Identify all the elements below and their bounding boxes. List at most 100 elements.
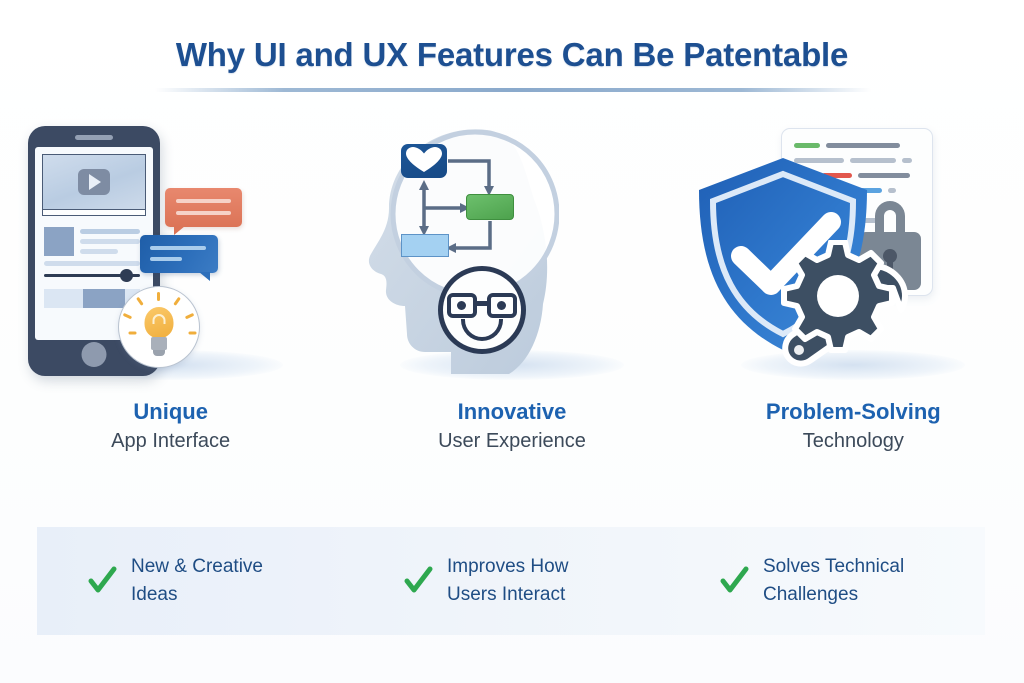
code-line-segment bbox=[793, 158, 844, 163]
bulb-ray bbox=[136, 296, 144, 306]
column-caption: Problem-Solving Technology bbox=[683, 398, 1024, 456]
bulb-ray bbox=[122, 312, 133, 320]
glasses-icon bbox=[487, 293, 518, 318]
arrow-head bbox=[484, 186, 495, 196]
benefit-line-2: Users Interact bbox=[447, 584, 566, 605]
slider-icon bbox=[44, 274, 140, 277]
code-line-segment bbox=[857, 173, 910, 178]
thumbnail-placeholder bbox=[44, 227, 74, 256]
caption-title: Innovative bbox=[457, 399, 567, 424]
benefit-line-1: Solves Technical bbox=[763, 556, 905, 578]
caption-subtitle: Technology bbox=[802, 429, 904, 452]
bubble-line bbox=[176, 199, 231, 203]
benefit-line-1: Improves How bbox=[447, 556, 569, 578]
title-divider bbox=[155, 88, 871, 92]
bulb-ray bbox=[184, 312, 195, 320]
eye-left bbox=[457, 301, 467, 310]
padlock-shackle bbox=[874, 201, 905, 237]
security-composition bbox=[691, 120, 941, 380]
flow-node-green bbox=[466, 194, 515, 220]
bulb-ray bbox=[157, 292, 160, 301]
code-line-segment bbox=[793, 143, 820, 148]
bubble-line bbox=[150, 246, 206, 250]
code-line-segment bbox=[887, 188, 896, 193]
padlock-keyhole bbox=[882, 249, 897, 274]
column-unique-app-interface: Unique App Interface bbox=[0, 116, 341, 476]
check-icon bbox=[719, 566, 749, 596]
code-line-segment bbox=[825, 143, 900, 148]
caption-title: Unique bbox=[133, 399, 208, 424]
smartphone-icon bbox=[28, 126, 160, 376]
column-problem-solving-technology: Problem-Solving Technology bbox=[683, 116, 1024, 476]
code-line-segment bbox=[901, 158, 912, 163]
gear-icon bbox=[780, 240, 895, 353]
text-line bbox=[80, 239, 140, 244]
bulb-base bbox=[151, 337, 167, 356]
phone-lightbulb-illustration bbox=[0, 116, 341, 394]
bubble-line bbox=[150, 257, 182, 261]
chat-bubble-icon bbox=[165, 188, 242, 235]
heart-glyph bbox=[406, 147, 443, 172]
arrow-head bbox=[446, 243, 457, 253]
action-button-placeholder bbox=[83, 289, 125, 308]
flowchart-icon bbox=[341, 116, 541, 372]
arrow-head bbox=[419, 226, 430, 236]
bubble-line bbox=[176, 211, 231, 215]
caption-subtitle: User Experience bbox=[438, 429, 586, 452]
phone-screen bbox=[35, 147, 153, 340]
caption-title: Problem-Solving bbox=[765, 399, 941, 424]
phone-home-button bbox=[81, 342, 107, 367]
code-line-segment bbox=[821, 173, 852, 178]
benefit-line-2: Ideas bbox=[131, 584, 178, 605]
play-button-icon bbox=[78, 169, 110, 195]
text-line bbox=[80, 249, 118, 254]
glasses-icon bbox=[447, 293, 478, 318]
gear-wrench-tools-icon bbox=[780, 240, 908, 367]
flow-node-blue bbox=[401, 234, 450, 257]
play-triangle-icon bbox=[88, 174, 101, 190]
phone-speaker bbox=[75, 135, 113, 140]
check-icon bbox=[403, 566, 433, 596]
bulb-ray bbox=[188, 331, 197, 335]
page-title: Why UI and UX Features Can Be Patentable bbox=[175, 36, 849, 73]
shield-lock-tools-illustration bbox=[683, 116, 1024, 394]
chat-bubble-icon bbox=[140, 235, 218, 281]
benefit-line-2: Challenges bbox=[763, 584, 859, 605]
eye-right bbox=[497, 301, 507, 310]
bulb-ray bbox=[173, 296, 181, 306]
smiley-face-icon bbox=[438, 266, 527, 354]
check-icon bbox=[87, 566, 117, 596]
column-innovative-user-experience: Innovative User Experience bbox=[341, 116, 682, 476]
smile-icon bbox=[461, 319, 504, 341]
bulb-ray bbox=[128, 331, 137, 335]
text-line bbox=[80, 229, 140, 234]
ground-shadow bbox=[741, 350, 966, 380]
bulb-filament bbox=[152, 314, 166, 324]
benefit-line-1: New & Creative bbox=[131, 556, 263, 578]
arrow-head bbox=[419, 180, 430, 190]
video-player-icon bbox=[42, 154, 146, 210]
slider-knob bbox=[120, 269, 133, 282]
column-caption: Innovative User Experience bbox=[341, 398, 682, 456]
arrow-head bbox=[460, 203, 471, 213]
feature-columns: Unique App Interface bbox=[0, 116, 1024, 476]
flowchart-arrows-svg bbox=[419, 159, 495, 253]
page-title-wrapper: Why UI and UX Features Can Be Patentable bbox=[0, 36, 1024, 74]
lightbulb-icon bbox=[118, 286, 200, 368]
caption-subtitle: App Interface bbox=[111, 429, 231, 452]
column-caption: Unique App Interface bbox=[0, 398, 341, 456]
video-controls-bar bbox=[42, 210, 146, 216]
heart-icon bbox=[401, 144, 448, 178]
code-line-segment bbox=[849, 158, 896, 163]
text-line bbox=[44, 261, 140, 266]
glasses-bridge bbox=[476, 301, 489, 306]
